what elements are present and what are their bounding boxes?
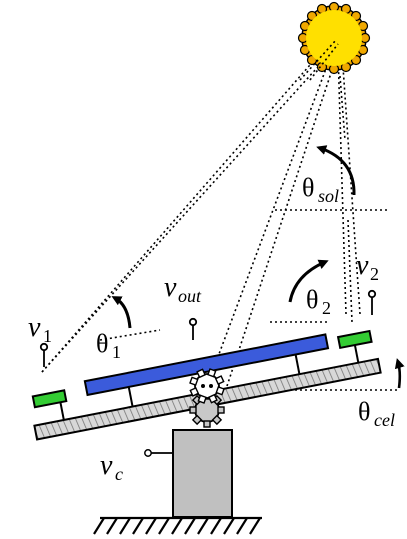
- svg-text:θ: θ: [302, 173, 314, 202]
- ground-hatch-icon: [93, 516, 262, 535]
- svg-text:θ: θ: [96, 329, 108, 358]
- rotation-arrow-icon: [111, 145, 405, 389]
- svg-text:2: 2: [322, 298, 331, 318]
- label-theta1: θ 1: [96, 329, 121, 362]
- svg-text:1: 1: [112, 342, 121, 362]
- svg-text:cel: cel: [374, 410, 395, 430]
- sight-lines: [41, 41, 398, 391]
- svg-text:v: v: [28, 312, 41, 343]
- probe-icon: [144, 449, 173, 457]
- svg-text:2: 2: [370, 264, 379, 284]
- sun-icon: [297, 1, 371, 75]
- support-post: [172, 429, 233, 518]
- svg-text:θ: θ: [306, 285, 318, 314]
- probe-icon: [39, 289, 377, 367]
- svg-text:v: v: [356, 250, 369, 281]
- svg-text:v: v: [100, 450, 113, 481]
- svg-text:θ: θ: [358, 397, 370, 426]
- label-theta2: θ 2: [306, 285, 331, 318]
- svg-text:out: out: [178, 286, 202, 306]
- label-v2: v 2: [356, 250, 379, 284]
- svg-text:sol: sol: [318, 186, 339, 206]
- label-vc: v c: [100, 450, 123, 484]
- sensor-2: [336, 329, 373, 350]
- label-vout: v out: [164, 272, 202, 306]
- gear-icon: [189, 368, 225, 428]
- solar-panel: [83, 333, 330, 397]
- label-theta-cel: θ cel: [358, 397, 395, 430]
- sensor-1: [31, 389, 68, 409]
- label-v1: v 1: [28, 312, 52, 346]
- svg-text:v: v: [164, 272, 177, 303]
- label-theta-sol: θ sol: [302, 173, 339, 206]
- svg-text:c: c: [115, 464, 123, 484]
- sight-lines-over-sun: [299, 39, 339, 81]
- svg-text:1: 1: [43, 326, 52, 346]
